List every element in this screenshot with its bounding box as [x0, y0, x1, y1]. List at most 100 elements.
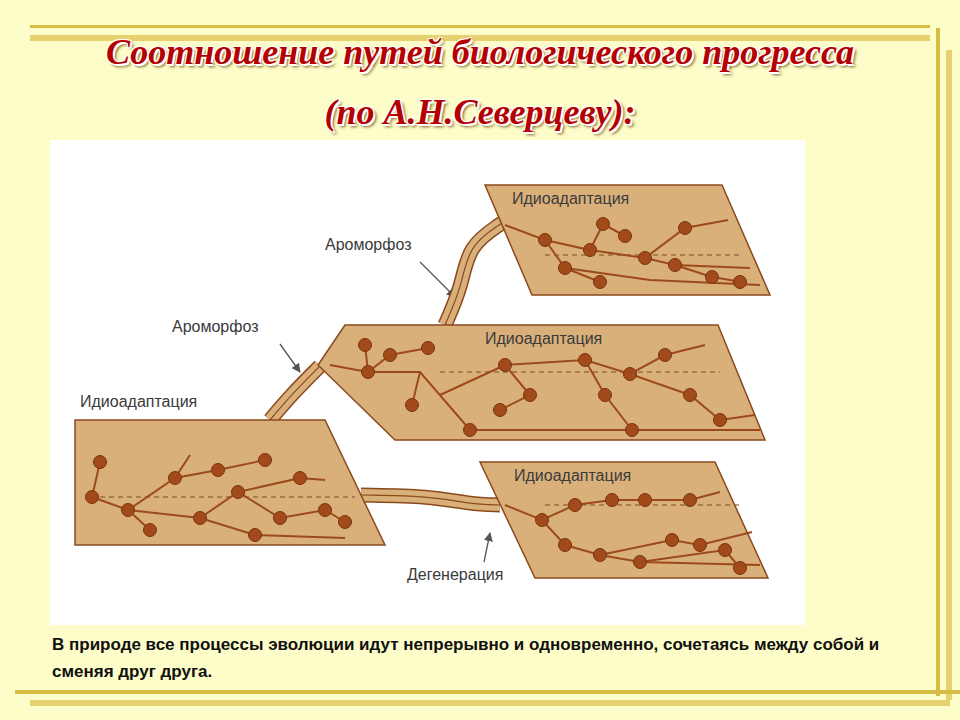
species-dot [169, 472, 182, 485]
channel-outline [361, 495, 500, 505]
species-dot [339, 516, 352, 529]
frame-line [15, 690, 960, 694]
tree-branch [92, 460, 265, 510]
evolution-channel [270, 366, 320, 420]
species-dot [584, 244, 597, 257]
tree-branch [645, 220, 728, 258]
tree-branch [542, 520, 760, 565]
evolution-band: Идиоадаптация [75, 420, 385, 545]
species-dot [212, 464, 225, 477]
leader-arrow [484, 533, 490, 562]
channel-core [270, 366, 320, 420]
tree-branch [368, 348, 428, 372]
tree-branch [238, 478, 325, 492]
tree-branch [440, 365, 530, 410]
frame-line [30, 700, 950, 706]
frame-line [936, 28, 940, 696]
species-dot [249, 529, 262, 542]
species-dot [734, 562, 747, 575]
species-dot [694, 539, 707, 552]
caption: В природе все процессы эволюции идут неп… [52, 631, 927, 685]
species-dot [684, 389, 697, 402]
species-dot [539, 234, 552, 247]
species-dot [626, 424, 639, 437]
species-dot [634, 556, 647, 569]
species-dot [597, 218, 610, 231]
tree-branch [630, 374, 755, 420]
species-dot [422, 342, 435, 355]
species-dot [639, 252, 652, 265]
species-dot [624, 368, 637, 381]
species-dot [569, 499, 582, 512]
band-outline [485, 185, 770, 295]
species-dot [579, 354, 592, 367]
species-dot [406, 399, 419, 412]
callout-label: Дегенерация [405, 566, 505, 584]
species-dot [494, 404, 507, 417]
band-shape [75, 420, 385, 545]
species-dot [359, 339, 372, 352]
evolution-band: Идиоадаптация [480, 462, 768, 578]
species-dot [714, 414, 727, 427]
tree-branch [505, 360, 632, 430]
time-line [100, 496, 355, 497]
tree-branch [505, 225, 760, 285]
leader-arrow [420, 262, 455, 297]
evolution-band: Идиоадаптация [485, 185, 770, 295]
species-dot [594, 549, 607, 562]
species-dot [639, 494, 652, 507]
species-dot [86, 491, 99, 504]
species-dot [294, 472, 307, 485]
leader-arrow [280, 344, 300, 372]
frame-line [30, 25, 930, 28]
species-dot [734, 276, 747, 289]
channel-outline [445, 223, 502, 325]
species-dot [684, 494, 697, 507]
diagram-panel [50, 140, 805, 625]
evolution-channel [445, 223, 502, 325]
callout-label: Ароморфоз [323, 236, 413, 254]
band-label: Идиоадаптация [512, 467, 633, 485]
band-label: Идиоадаптация [483, 330, 604, 348]
species-dot [319, 504, 332, 517]
frame-line [946, 50, 952, 700]
tree-branch [200, 518, 345, 538]
species-dot [362, 366, 375, 379]
species-dot [719, 544, 732, 557]
band-outline [318, 325, 765, 440]
channel-core [445, 223, 502, 325]
band-outline [480, 462, 768, 578]
band-label: Идиоадаптация [510, 190, 631, 208]
species-dot [122, 504, 135, 517]
species-dot [232, 486, 245, 499]
species-dot [464, 424, 477, 437]
channel-outline [270, 366, 320, 420]
species-dot [559, 262, 572, 275]
evolution-channel [361, 495, 500, 505]
slide-title: Соотношение путей биологического прогрес… [95, 22, 865, 142]
channel-fill [445, 223, 502, 325]
species-dot [259, 454, 272, 467]
band-label: Идиоадаптация [78, 393, 199, 411]
tree-branch [585, 345, 705, 374]
species-dot [524, 389, 537, 402]
species-dot [194, 512, 207, 525]
evolution-band: Идиоадаптация [318, 325, 765, 440]
species-dot [94, 456, 107, 469]
species-dot [659, 349, 672, 362]
band-outline [75, 420, 385, 545]
species-dot [536, 514, 549, 527]
channel-fill [361, 495, 500, 505]
species-dot [499, 359, 512, 372]
callout-label: Ароморфоз [170, 318, 260, 336]
species-dot [606, 494, 619, 507]
channel-fill [270, 366, 320, 420]
species-dot [666, 534, 679, 547]
species-dot [274, 512, 287, 525]
tree-branch [330, 365, 760, 430]
species-dot [669, 259, 682, 272]
channel-core [361, 495, 500, 505]
species-dot [384, 349, 397, 362]
species-dot [594, 276, 607, 289]
